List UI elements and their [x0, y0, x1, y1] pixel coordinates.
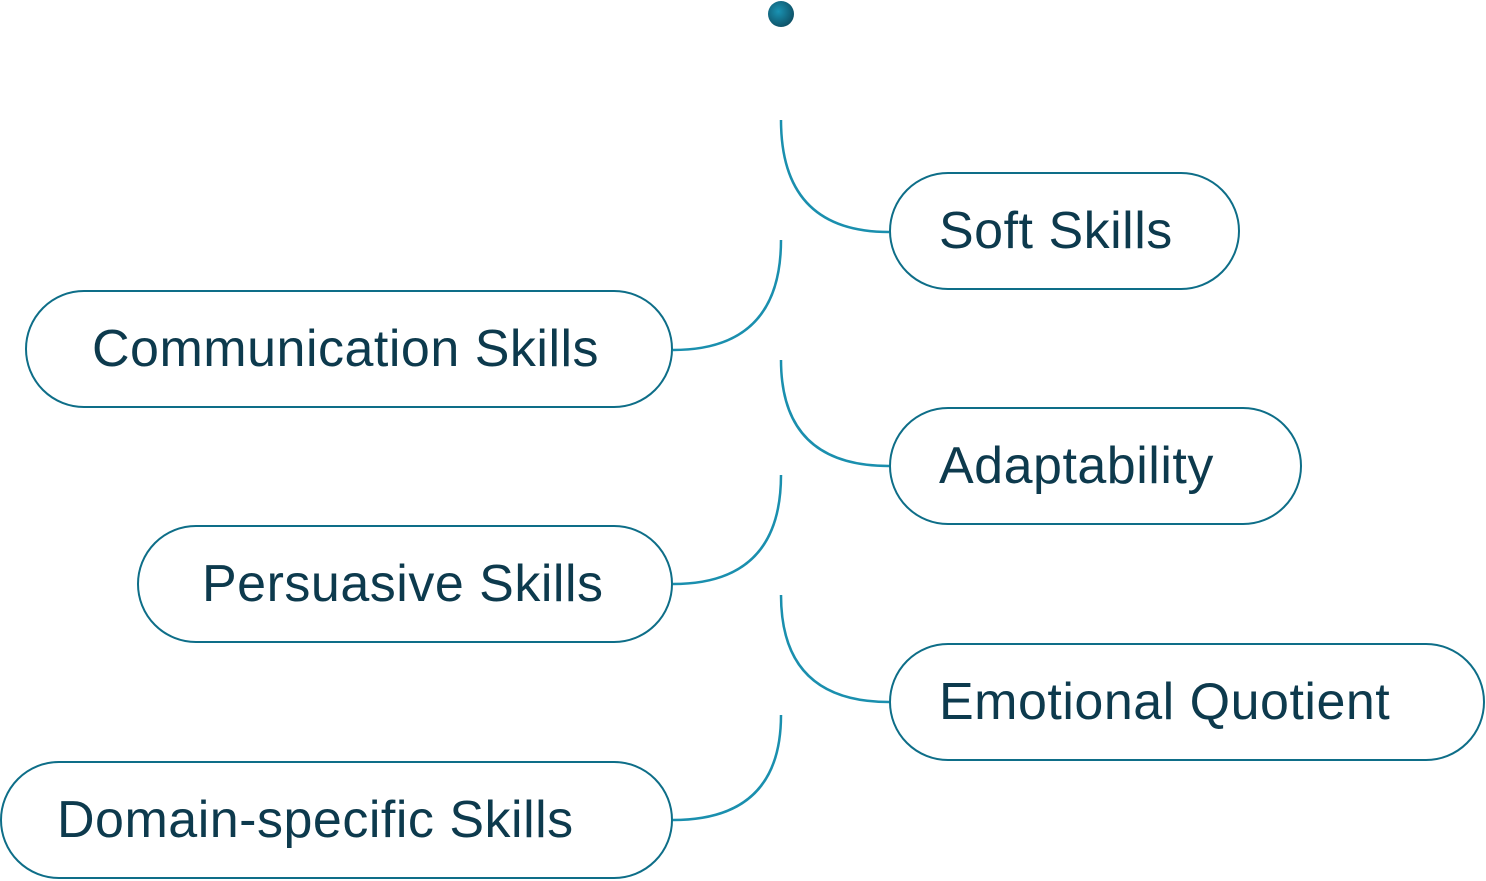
branch-emotional-quotient	[779, 594, 890, 704]
node-soft-skills: Soft Skills	[889, 172, 1240, 290]
branch-adaptability	[779, 359, 890, 468]
branch-persuasive-skills	[672, 474, 783, 586]
branch-communication-skills	[672, 239, 783, 352]
node-label: Communication Skills	[92, 320, 600, 378]
node-label: Emotional Quotient	[939, 673, 1391, 731]
node-adaptability: Adaptability	[889, 407, 1302, 525]
branch-soft-skills	[779, 119, 890, 234]
node-domain-specific-skills: Domain-specific Skills	[0, 761, 673, 879]
branch-domain-specific-skills	[672, 714, 783, 822]
node-label: Persuasive Skills	[202, 555, 604, 613]
node-label: Adaptability	[939, 437, 1214, 495]
node-persuasive-skills: Persuasive Skills	[137, 525, 673, 643]
node-emotional-quotient: Emotional Quotient	[889, 643, 1485, 761]
node-label: Soft Skills	[939, 202, 1173, 260]
node-label: Domain-specific Skills	[57, 791, 574, 849]
root-node	[768, 1, 794, 27]
node-communication-skills: Communication Skills	[25, 290, 673, 408]
